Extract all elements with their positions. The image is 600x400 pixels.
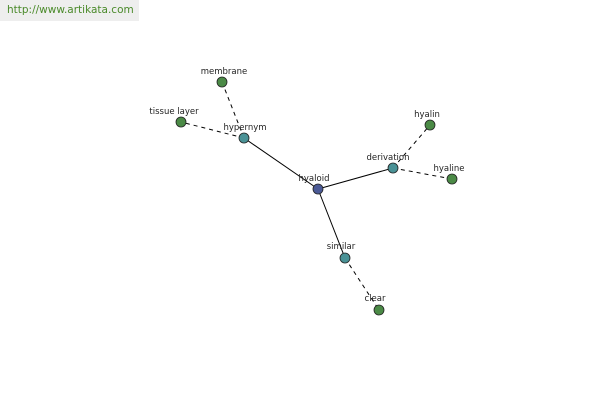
node-hyalin-dot[interactable] [424,119,436,131]
node-membrane[interactable]: membrane [201,67,248,88]
edge-derivation-hyaline [392,167,453,180]
node-hyaline-dot[interactable] [446,173,458,185]
node-membrane-label: membrane [201,67,248,77]
node-tissue-layer-dot[interactable] [175,116,187,128]
node-membrane-dot[interactable] [216,76,228,88]
edge-similar-clear [344,257,380,311]
node-tissue-layer-label: tissue layer [149,107,199,117]
watermark-banner: http://www.artikata.com [0,0,139,21]
node-derivation[interactable]: derivation [366,153,410,174]
edge-hypernym-membrane [221,81,245,139]
edge-derivation-hyalin [392,124,431,169]
node-clear[interactable]: clear [365,294,386,316]
edge-hyaloid-derivation [317,167,394,190]
node-hyaloid[interactable]: hyaloid [299,174,330,195]
node-similar[interactable]: similar [327,242,356,264]
watermark-url: http://www.artikata.com [7,4,134,16]
node-hypernym[interactable]: hypernym [223,123,267,144]
node-hyalin[interactable]: hyalin [414,110,440,131]
node-hypernym-dot[interactable] [238,132,250,144]
node-derivation-dot[interactable] [387,162,399,174]
node-hyaloid-dot[interactable] [312,183,324,195]
edge-hypernym-tissue-layer [180,121,245,139]
edge-hyaloid-hypernym [243,137,319,190]
node-hyaline-label: hyaline [434,164,465,174]
node-tissue-layer[interactable]: tissue layer [149,107,199,128]
node-similar-label: similar [327,242,356,252]
node-derivation-label: derivation [366,153,409,163]
node-hyaloid-label: hyaloid [299,174,330,184]
node-hypernym-label: hypernym [223,123,266,133]
node-clear-dot[interactable] [373,304,385,316]
edge-layer [180,81,453,311]
node-similar-dot[interactable] [339,252,351,264]
node-hyalin-label: hyalin [414,110,440,120]
node-clear-label: clear [365,294,386,304]
node-hyaline[interactable]: hyaline [434,164,465,185]
edge-hyaloid-similar [317,188,346,259]
